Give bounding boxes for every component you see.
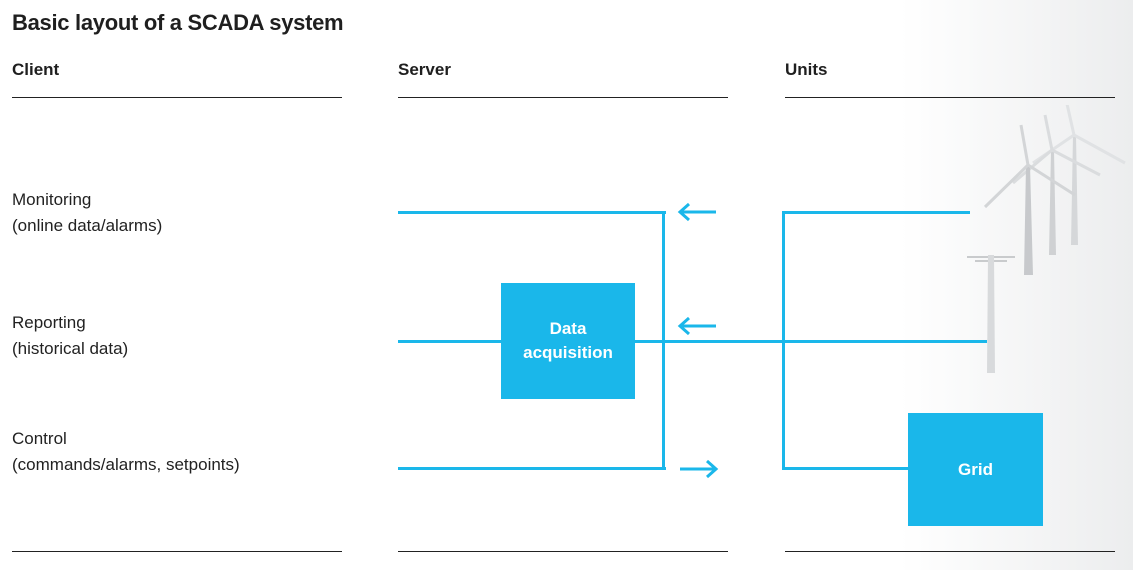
top-rule-server [398, 97, 728, 98]
acquisition-to-units-line [635, 340, 987, 343]
units-to-turbines-line [782, 211, 970, 214]
row-label-control: Control (commands/alarms, setpoints) [12, 426, 240, 478]
top-rule-client [12, 97, 342, 98]
grid-box: Grid [908, 413, 1043, 526]
diagram-title: Basic layout of a SCADA system [12, 10, 344, 35]
row-label-monitoring-detail: (online data/alarms) [12, 216, 163, 235]
bottom-rule-units [785, 551, 1115, 552]
row-label-reporting: Reporting (historical data) [12, 310, 128, 362]
row-label-control-title: Control [12, 429, 67, 448]
data-acquisition-label-line1: Data [549, 319, 587, 338]
units-bus-line [782, 211, 785, 470]
wind-turbine-icon [967, 105, 1126, 373]
top-rule-units [785, 97, 1115, 98]
row-label-monitoring-title: Monitoring [12, 190, 92, 209]
column-header-client: Client [12, 60, 60, 79]
bottom-rule-server [398, 551, 728, 552]
arrow-left-icon [677, 316, 716, 336]
reporting-connector [398, 340, 501, 343]
row-label-reporting-detail: (historical data) [12, 339, 129, 358]
monitoring-connector [398, 211, 666, 214]
bottom-rule-client [12, 551, 342, 552]
data-acquisition-box: Data acquisition [501, 283, 635, 399]
units-to-grid-line [782, 467, 910, 470]
column-header-server: Server [398, 60, 451, 79]
data-acquisition-label-line2: acquisition [523, 343, 613, 362]
control-connector [398, 467, 666, 470]
arrow-right-icon [680, 459, 719, 479]
row-label-control-detail: (commands/alarms, setpoints) [12, 455, 240, 474]
row-label-reporting-title: Reporting [12, 313, 86, 332]
column-header-units: Units [785, 60, 828, 79]
arrow-left-icon [677, 202, 716, 222]
row-label-monitoring: Monitoring (online data/alarms) [12, 187, 162, 239]
